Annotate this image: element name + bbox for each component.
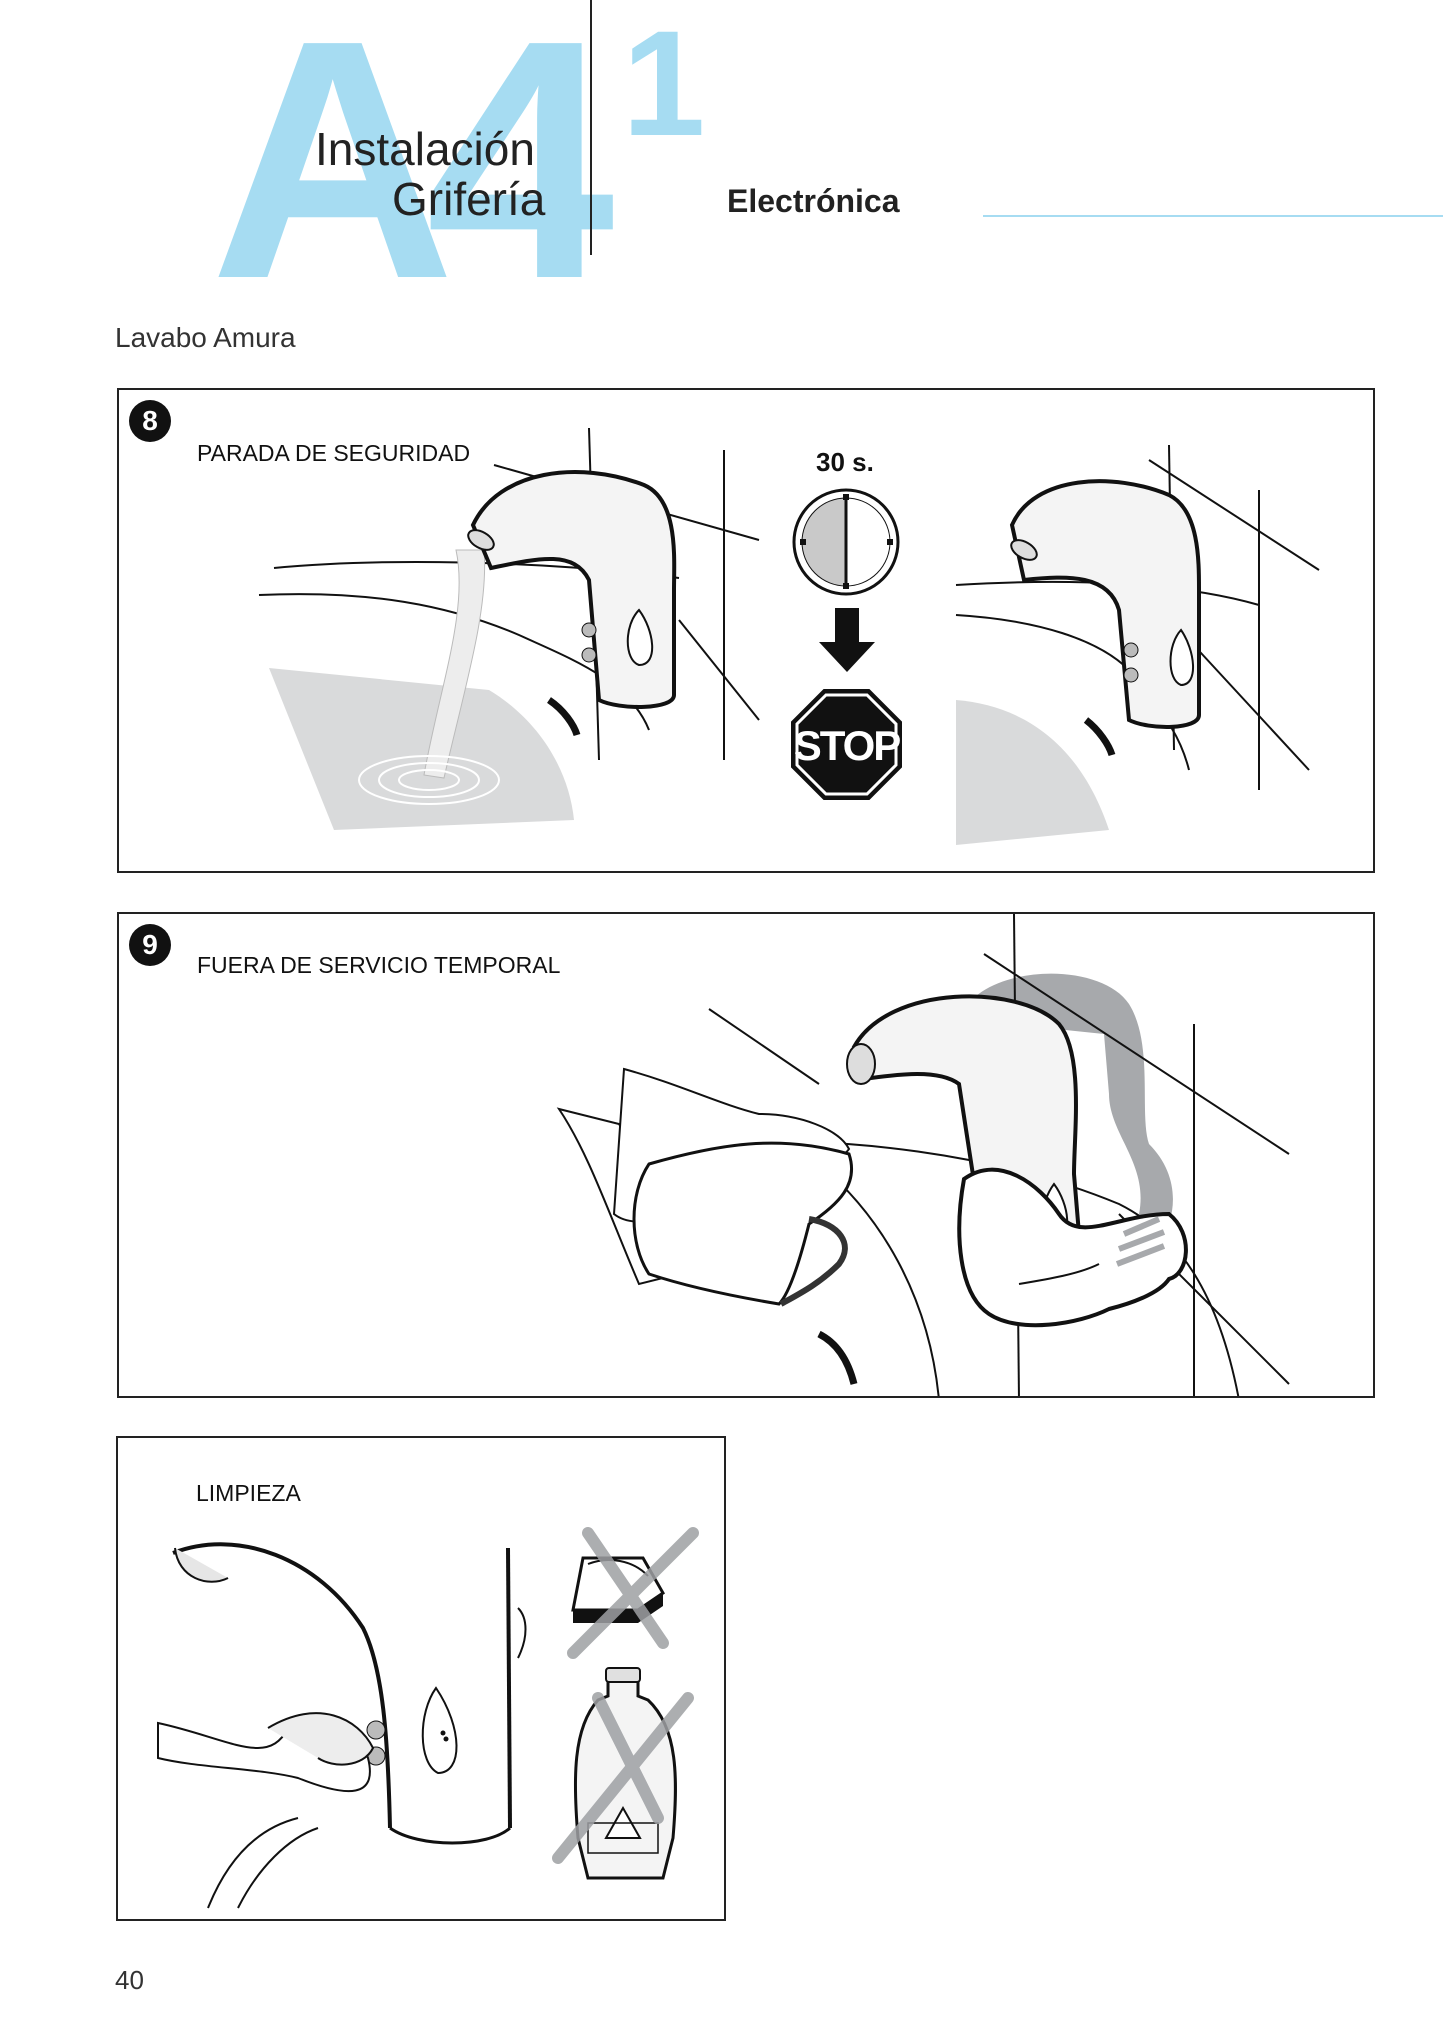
section-title: Electrónica [727, 183, 900, 219]
section-code-a4: A4 [210, 0, 615, 350]
timer-label: 30 s. [816, 447, 874, 477]
cleaning-panel: LIMPIEZA [116, 1436, 726, 1921]
product-subtitle: Lavabo Amura [115, 322, 296, 353]
step-number-badge: 8 [129, 400, 171, 442]
section-number: 1 [622, 0, 706, 167]
page-number: 40 [115, 1965, 144, 1995]
cleaning-title: LIMPIEZA [196, 1480, 301, 1506]
header-title-line2: Grifería [392, 173, 546, 225]
header-title-line1: Instalación [315, 123, 535, 175]
safety-stop-illustration: STOP [258, 427, 1320, 845]
header-divider [590, 0, 592, 255]
step-8-title: PARADA DE SEGURIDAD [197, 440, 471, 466]
stop-sign-text: STOP [794, 722, 901, 769]
cleaning-illustration [157, 1527, 699, 1909]
out-of-service-illustration [556, 914, 1290, 1396]
step-8-panel: STOP 8 PARADA DE SEGURIDAD 30 s. [117, 388, 1375, 873]
step-number-badge: 9 [129, 924, 171, 966]
step-9-panel: 9 FUERA DE SERVICIO TEMPORAL [117, 912, 1375, 1398]
header-rule [983, 215, 1443, 217]
step-9-title: FUERA DE SERVICIO TEMPORAL [197, 952, 561, 978]
